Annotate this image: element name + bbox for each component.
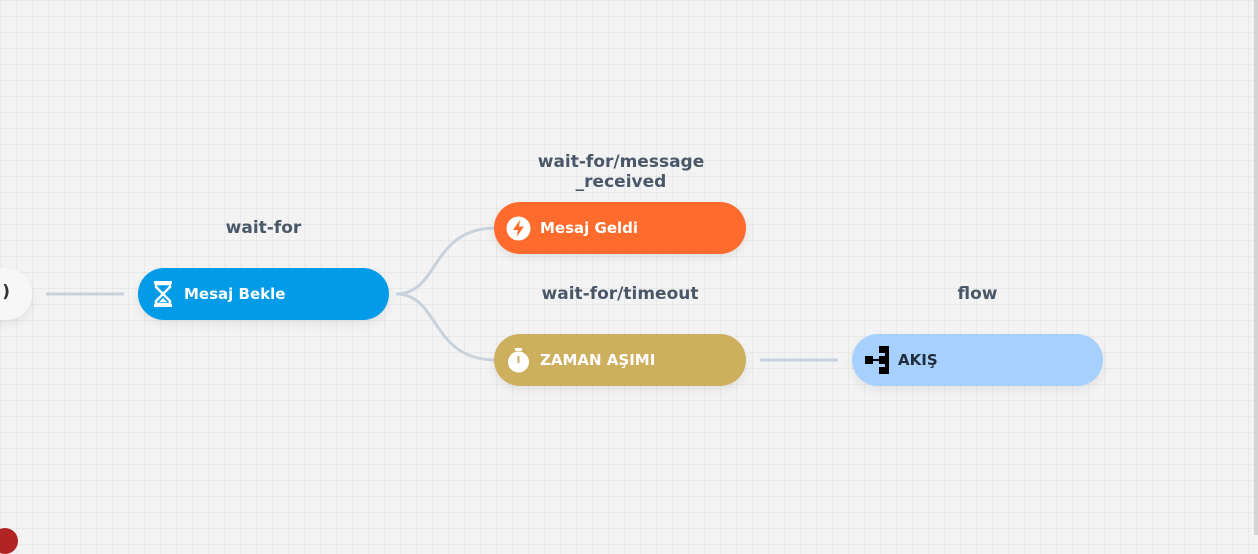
node-label: Mesaj Geldi [540,219,639,237]
node-label: AKIŞ [898,351,938,369]
lightning-icon [506,216,531,241]
canvas-right-border [1254,0,1258,535]
connector-wait-to-received [395,226,497,296]
node-label: ZAMAN AŞIMI [540,351,656,369]
hourglass-icon [150,281,175,307]
connector-lines [46,226,838,362]
stopwatch-icon [506,347,531,373]
node-type-label-received: wait-for/message_received [537,152,705,192]
node-label: Mesaj Bekle [184,285,286,303]
node-type-label-timeout: wait-for/timeout [541,284,699,304]
connector-wait-to-timeout [395,292,497,362]
node-type-label-flow: flow [957,284,998,304]
node-message-received[interactable]: Mesaj Geldi [494,202,746,254]
node-type-label-wait: wait-for [225,218,302,238]
previous-node-label: ) [2,282,10,302]
node-flow[interactable]: AKIŞ [852,334,1103,386]
node-wait-for[interactable]: Mesaj Bekle [138,268,389,320]
flow-icon [864,346,889,374]
node-timeout[interactable]: ZAMAN AŞIMI [494,334,746,386]
